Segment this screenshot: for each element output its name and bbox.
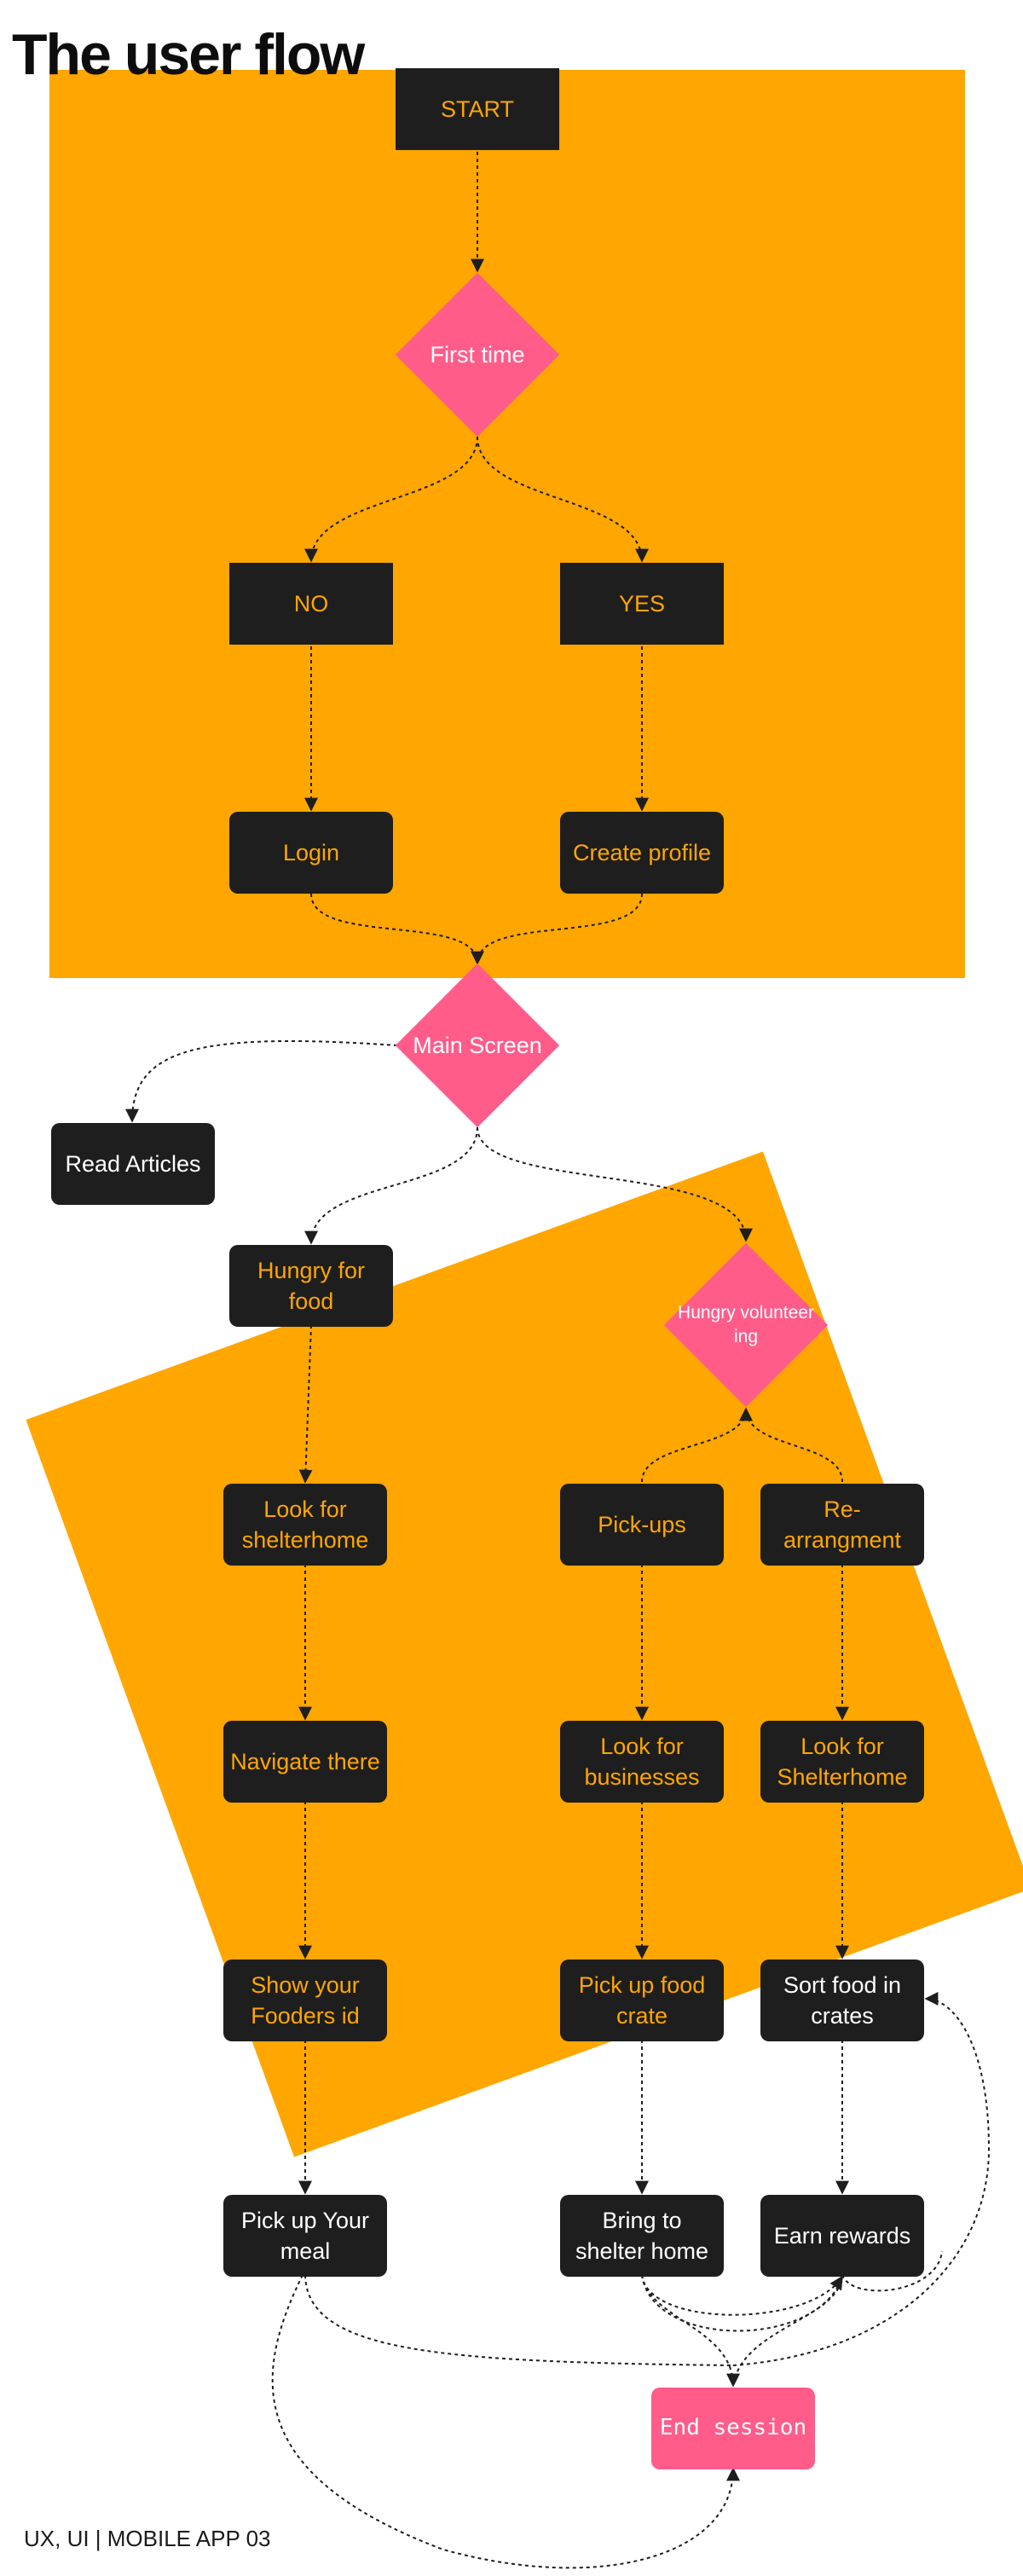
yes-node: YES — [560, 563, 724, 645]
edge-bring-earn-1 — [641, 2274, 843, 2316]
edge-login-main — [310, 893, 484, 965]
edge-pickups-volunteer — [641, 1407, 753, 1483]
hungry-volunteering-label: Hungry volunteer ing — [678, 1302, 814, 1346]
edge-bring-end — [641, 2274, 740, 2388]
read-articles-node: Read Articles — [51, 1123, 215, 1205]
edge-main-read — [125, 1039, 398, 1123]
end-session-node: End session — [651, 2388, 815, 2469]
re-arrangment-node: Re-arrangment — [760, 1484, 924, 1566]
main-screen-label: Main Screen — [413, 1032, 542, 1058]
edge-bring-earn-2 — [641, 2274, 843, 2332]
earn-rewards-node: Earn rewards — [760, 2195, 924, 2277]
sort-food-node: Sort food in crates — [760, 1959, 924, 2041]
show-fooders-id-node: Show your Fooders id — [223, 1959, 387, 2041]
edge-first-yes — [477, 436, 649, 563]
pick-up-meal-node: Pick up Your meal — [223, 2195, 387, 2277]
start-node: START — [396, 68, 559, 150]
edge-meal-end-top — [304, 2274, 734, 2366]
login-node: Login — [229, 812, 393, 894]
edge-first-no — [304, 436, 478, 563]
bring-to-shelter-node: Bring to shelter home — [560, 2195, 724, 2277]
orange-region-top — [49, 70, 965, 978]
hungry-for-food-node: Hungry for food — [229, 1245, 393, 1327]
pick-ups-node: Pick-ups — [560, 1484, 724, 1566]
hungry-volunteering-decision: Hungry volunteer ing — [663, 1242, 829, 1408]
navigate-there-node: Navigate there — [223, 1721, 387, 1803]
edge-hungry-look — [298, 1324, 313, 1484]
edge-earn-end — [732, 2274, 843, 2387]
edge-end-sort-loop — [732, 1992, 991, 2366]
look-for-businesses-node: Look for businesses — [560, 1721, 724, 1803]
look-for-shelterhome-node: Look for shelterhome — [223, 1484, 387, 1566]
pick-up-food-crate-node: Pick up food crate — [560, 1959, 724, 2041]
edge-rearr-volunteer — [745, 1408, 843, 1483]
footer-caption: UX, UI | MOBILE APP 03 — [24, 2526, 271, 2551]
edge-earn-loop — [841, 2250, 943, 2292]
first-time-decision: First time — [395, 272, 560, 437]
first-time-label: First time — [430, 341, 525, 368]
create-profile-node: Create profile — [560, 812, 724, 894]
edge-main-hungry — [304, 1126, 478, 1245]
no-node: NO — [229, 563, 393, 645]
edge-main-volunteer — [477, 1126, 753, 1242]
look-for-shelterhome-2-node: Look for Shelterhome — [760, 1721, 924, 1803]
edge-create-main — [477, 893, 643, 964]
page-title: The user flow — [12, 22, 365, 87]
main-screen-decision: Main Screen — [395, 963, 560, 1128]
